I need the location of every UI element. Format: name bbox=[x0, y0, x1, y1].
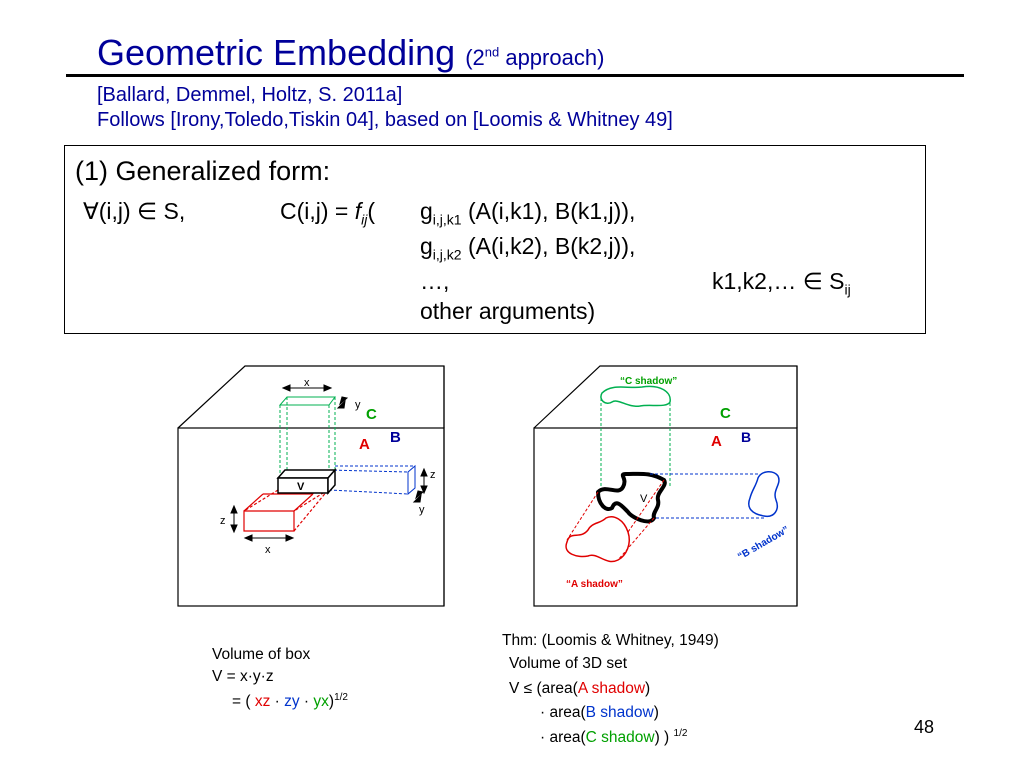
b-shadow-label: “B shadow” bbox=[736, 524, 791, 562]
label-a-left: A bbox=[359, 436, 370, 453]
box-diagram: x y C A B V z y z x bbox=[177, 365, 445, 607]
area-c-line: · area(C shadow) ) 1/2 bbox=[540, 728, 688, 747]
cube-back-edges bbox=[177, 365, 445, 543]
label-b-right: B bbox=[741, 429, 751, 445]
formula-dots: …, bbox=[420, 268, 450, 294]
title-main: Geometric Embedding bbox=[97, 32, 456, 73]
label-y-right: y bbox=[419, 504, 425, 516]
label-c-left: C bbox=[366, 406, 377, 423]
b-shadow-shape bbox=[748, 471, 780, 518]
caption-volume-of-box: Volume of box bbox=[212, 646, 311, 663]
label-x-top: x bbox=[304, 377, 310, 389]
inequality-line: V ≤ (area(A shadow) bbox=[509, 680, 651, 697]
c-shadow-label: “C shadow” bbox=[620, 376, 677, 387]
cube-front-face bbox=[177, 427, 445, 607]
slide-title: Geometric Embedding (2nd approach) bbox=[97, 32, 604, 74]
formula-box bbox=[64, 145, 926, 334]
volume-line: Volume of 3D set bbox=[509, 655, 628, 672]
caption-v-sqrt: = ( xz · zy · yx)1/2 bbox=[232, 692, 348, 711]
caption-v-formula: V = x·y·z bbox=[212, 668, 274, 685]
citation-line-1: [Ballard, Demmel, Holtz, S. 2011a] bbox=[97, 84, 403, 106]
v-box bbox=[276, 468, 337, 495]
formula-k-range: k1,k2,… ∈ Sij bbox=[712, 268, 851, 298]
a-shadow-label: “A shadow” bbox=[566, 579, 623, 590]
label-c-right: C bbox=[720, 405, 731, 422]
c-shadow-projection bbox=[600, 398, 671, 488]
formula-forall: ∀(i,j) ∈ S, bbox=[83, 198, 186, 224]
page-number: 48 bbox=[914, 717, 935, 737]
label-z-right: z bbox=[430, 469, 436, 481]
label-z-left: z bbox=[220, 515, 226, 527]
label-b-left: B bbox=[390, 429, 401, 446]
formula-g2: gi,j,k2 (A(i,k2), B(k2,j)), bbox=[420, 233, 636, 263]
citation-line-2: Follows [Irony,Toledo,Tiskin 04], based … bbox=[97, 109, 673, 131]
shadow-diagram: “C shadow” C A B V “B shadow” “A shadow” bbox=[533, 365, 798, 607]
c-projection bbox=[278, 396, 336, 478]
b-shadow-projection bbox=[650, 473, 764, 519]
label-a-right: A bbox=[711, 433, 722, 450]
label-v-left: V bbox=[297, 481, 305, 493]
cube-back-edges-right bbox=[533, 365, 798, 543]
a-shadow-projection bbox=[566, 479, 665, 561]
formula-g1: gi,j,k1 (A(i,k1), B(k1,j)), bbox=[420, 198, 636, 228]
label-x-bottom: x bbox=[265, 544, 271, 556]
title-rule bbox=[66, 74, 964, 77]
formula-c-expr: C(i,j) = fij( bbox=[280, 198, 376, 228]
title-approach: (2nd approach) bbox=[465, 44, 605, 70]
label-v-right: V bbox=[640, 493, 648, 505]
c-shadow-shape bbox=[600, 385, 671, 407]
v-blob bbox=[596, 471, 667, 524]
b-projection bbox=[328, 464, 416, 496]
a-shadow-shape bbox=[565, 516, 630, 563]
label-y-top: y bbox=[355, 399, 361, 411]
formula-other-args: other arguments) bbox=[420, 298, 596, 324]
area-b-line: · area(B shadow) bbox=[540, 704, 659, 721]
thm-line: Thm: (Loomis & Whitney, 1949) bbox=[502, 632, 719, 649]
formula-heading: (1) Generalized form: bbox=[75, 156, 331, 186]
